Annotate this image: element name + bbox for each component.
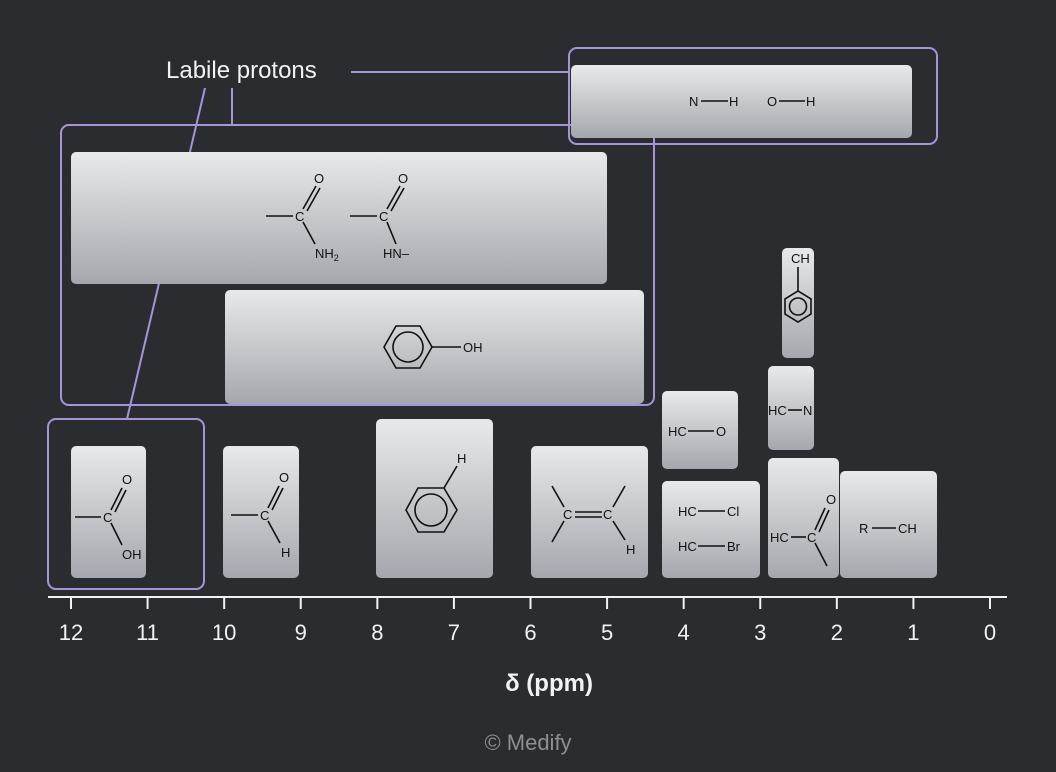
axis-tick-label: 0 <box>984 620 996 645</box>
atom-label: O <box>398 171 408 186</box>
structure-aldehyde: C O H <box>231 470 290 560</box>
structure-carboxylic-acid: C O OH <box>75 472 142 562</box>
atom-label: O <box>122 472 132 487</box>
box-nh-oh <box>571 65 912 138</box>
atom-label: Cl <box>727 504 739 519</box>
structure-alkene: C C H <box>551 485 635 557</box>
callout-frame-top-right <box>568 47 938 145</box>
structure-nh-oh: N H O H <box>689 94 815 109</box>
atom-label: H <box>729 94 738 109</box>
atom-label: C <box>603 507 612 522</box>
atom-label: NH2 <box>315 246 339 263</box>
atom-label: OH <box>463 340 483 355</box>
atom-label: H <box>457 451 466 466</box>
atom-label: HC <box>770 530 789 545</box>
axis-tick-label: 2 <box>831 620 843 645</box>
atom-label: HC <box>668 424 687 439</box>
axis-tick-label: 9 <box>295 620 307 645</box>
box-benzylic <box>782 248 814 358</box>
atom-label: O <box>767 94 777 109</box>
axis-tick-label: 3 <box>754 620 766 645</box>
atom-label: O <box>314 171 324 186</box>
axis-tick-label: 1 <box>907 620 919 645</box>
atom-label: C <box>807 530 816 545</box>
atom-label: CH <box>898 521 917 536</box>
box-halide <box>662 481 760 578</box>
box-amide <box>71 152 607 284</box>
atom-label: C <box>295 209 304 224</box>
axis-tick-label: 12 <box>59 620 83 645</box>
atom-label: HC <box>678 504 697 519</box>
box-hc-o <box>662 391 738 469</box>
callout-frame-acid <box>47 418 205 590</box>
axis-tick-label: 8 <box>371 620 383 645</box>
atom-label: HC <box>678 539 697 554</box>
axis-title: δ (ppm) <box>505 670 593 697</box>
atom-label: N <box>803 403 812 418</box>
copyright-credit: © Medify <box>484 730 571 755</box>
structure-benzylic: CH <box>784 251 812 323</box>
structure-aromatic-h: H <box>405 451 466 533</box>
atom-label: H <box>626 542 635 557</box>
atom-label: CH <box>791 251 810 266</box>
labile-protons-callout: Labile protons <box>47 47 938 590</box>
box-hc-n <box>768 366 814 450</box>
axis-tick-label: 6 <box>524 620 536 645</box>
atom-label: N <box>689 94 698 109</box>
structure-alpha-carbonyl: HC C O <box>770 492 836 567</box>
atom-label: C <box>103 510 112 525</box>
axis-tick-label: 4 <box>678 620 690 645</box>
callout-frame-large <box>60 124 655 406</box>
atom-label: OH <box>122 547 142 562</box>
axis-tick-label: 5 <box>601 620 613 645</box>
atom-label: HN– <box>383 246 410 261</box>
box-alkyl <box>840 471 937 578</box>
atom-label: C <box>563 507 572 522</box>
atom-subscript: 2 <box>334 253 339 263</box>
atom-label: Br <box>727 539 741 554</box>
atom-label: C <box>379 209 388 224</box>
box-aldehyde <box>223 446 299 578</box>
atom-label: C <box>260 508 269 523</box>
structure-hc-n: HC N <box>768 403 812 418</box>
box-alpha-carbonyl <box>768 458 839 578</box>
shift-boxes <box>71 65 937 578</box>
structure-phenol: OH <box>383 325 483 369</box>
structure-amides: C O NH2 C O HN– <box>266 171 410 263</box>
box-aromatic-h <box>376 419 493 578</box>
axis-tick-label: 11 <box>136 620 159 645</box>
atom-label: NH <box>315 246 334 261</box>
atom-label: H <box>281 545 290 560</box>
atom-label: R <box>859 521 868 536</box>
atom-label: O <box>279 470 289 485</box>
structure-hc-o: HC O <box>668 424 726 439</box>
structure-alkyl: R CH <box>859 521 917 536</box>
atom-label: HC <box>768 403 787 418</box>
atom-label: H <box>806 94 815 109</box>
atom-label: O <box>826 492 836 507</box>
axis-tick-label: 10 <box>212 620 236 645</box>
box-carboxylic-acid <box>71 446 146 578</box>
callout-label: Labile protons <box>166 57 317 84</box>
structure-halides: HC Cl HC Br <box>678 504 741 554</box>
atom-label: O <box>716 424 726 439</box>
axis-tick-label: 7 <box>448 620 460 645</box>
